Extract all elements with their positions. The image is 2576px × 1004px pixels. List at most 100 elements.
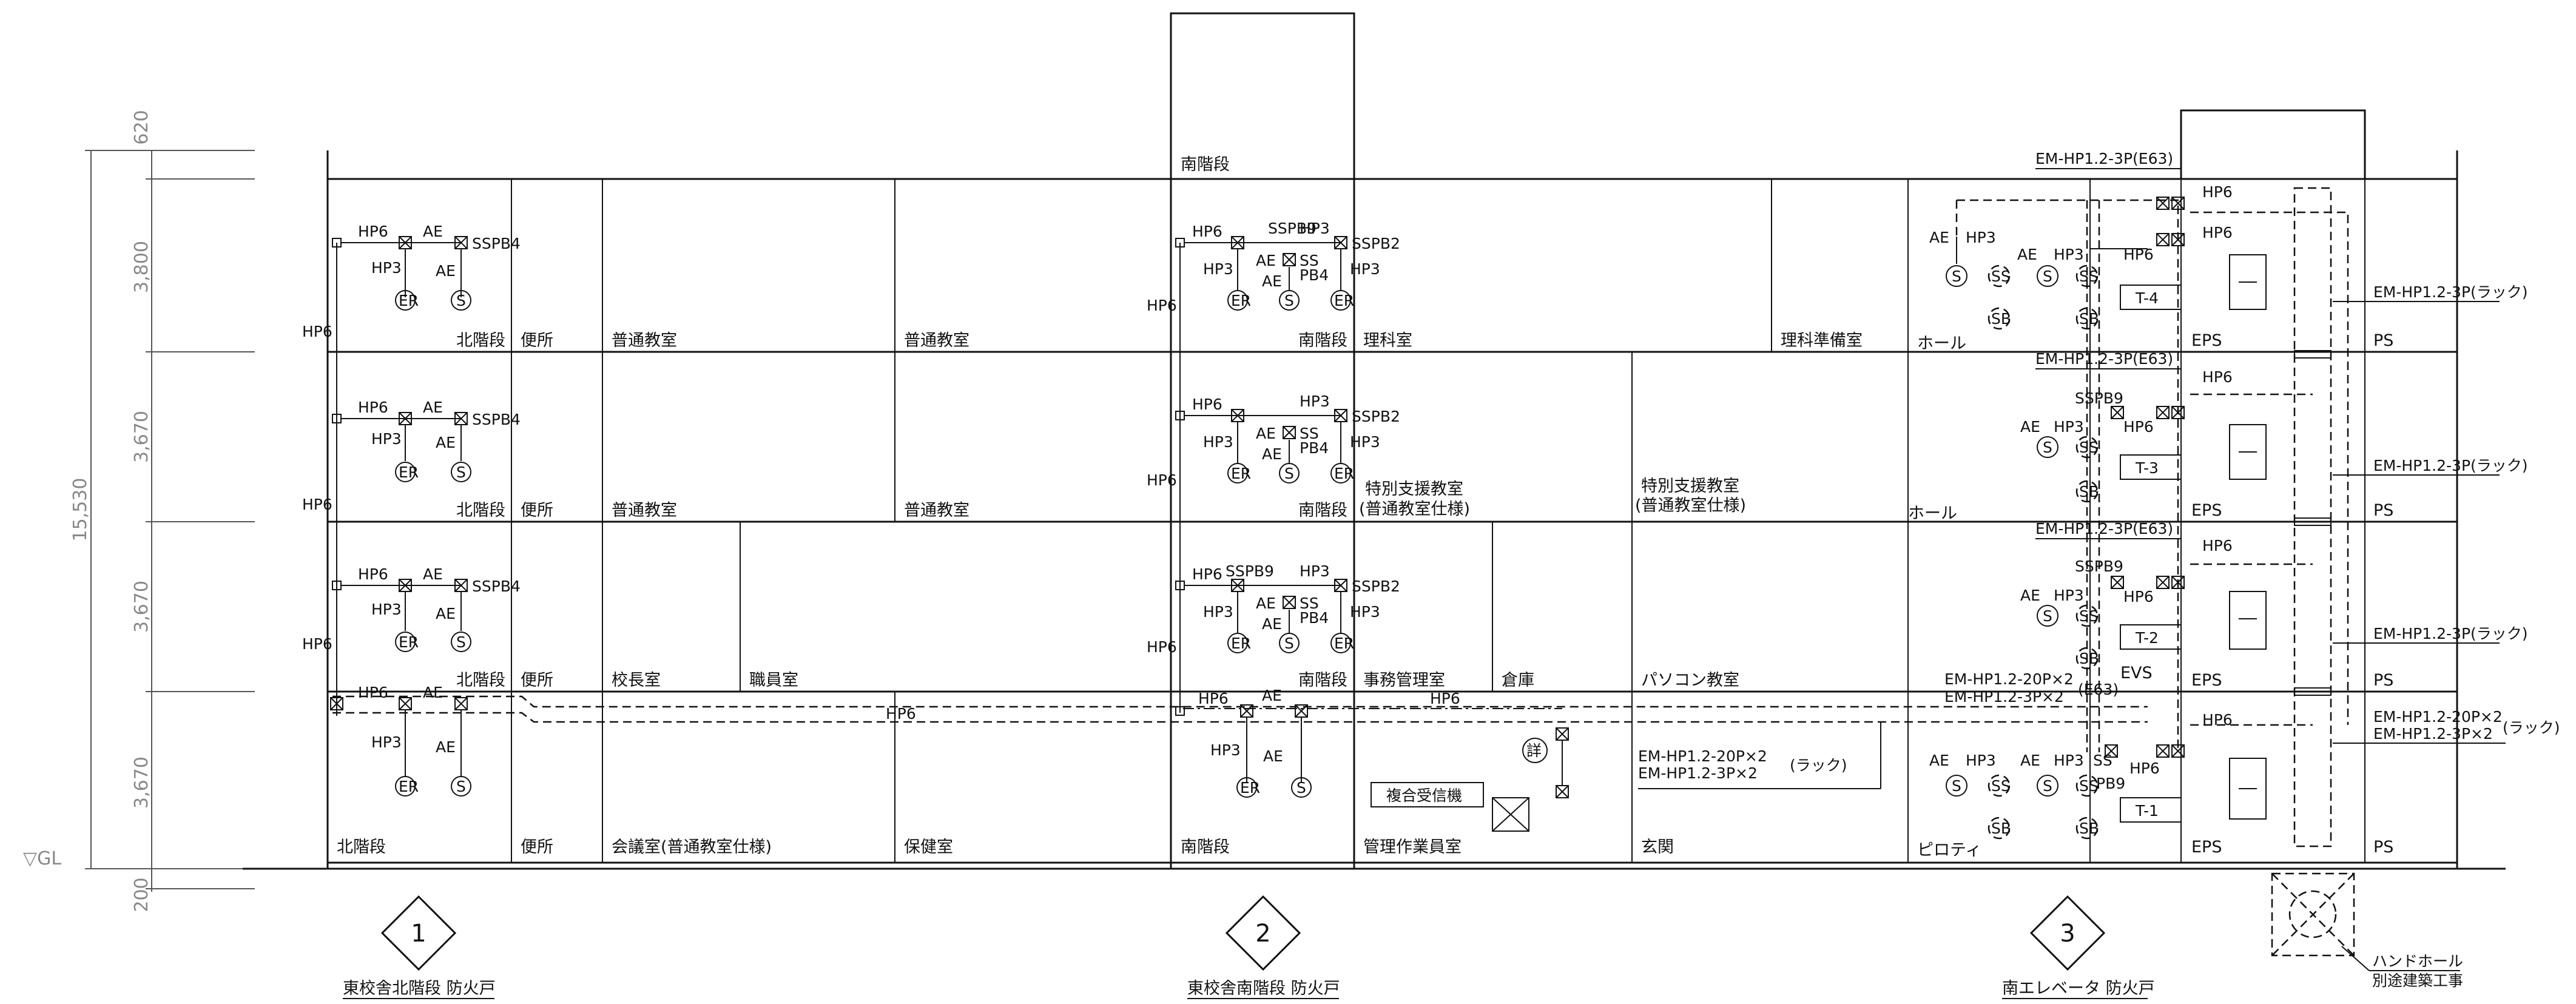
ae-label: AE xyxy=(1262,615,1282,633)
hp6-label: HP6 xyxy=(358,565,388,583)
handhole-note: 別途建築工事 xyxy=(2372,972,2463,989)
ae-label: AE xyxy=(423,223,443,240)
room-label: 普通教室 xyxy=(612,331,677,350)
legend-item-2: 2 東校舎南階段 防火戸 xyxy=(1187,895,1340,999)
hp6-label: HP6 xyxy=(302,323,332,340)
s-icon xyxy=(451,462,471,482)
fire-door-arrow-icon xyxy=(2156,576,2170,589)
dim-seg-620: 620 xyxy=(131,110,152,144)
transformer-t1: T-1 xyxy=(2120,758,2267,823)
hp3-label: HP3 xyxy=(1350,603,1380,621)
pb9-label: PB9 xyxy=(2096,775,2125,792)
ae-label: AE xyxy=(2020,752,2040,769)
hp3-label: HP3 xyxy=(2054,752,2084,769)
er-label: ER xyxy=(1231,635,1251,652)
hp3-label: HP3 xyxy=(2054,587,2084,604)
er-icon xyxy=(1227,463,1248,483)
dim-seg-3670-b: 3,670 xyxy=(131,581,152,633)
hp3-label: HP3 xyxy=(2054,418,2084,436)
room-label: 便所 xyxy=(521,838,553,857)
cable-label: (E63) xyxy=(2078,681,2119,698)
ae-label: AE xyxy=(1263,747,1283,765)
hp3-label: HP3 xyxy=(371,430,402,448)
ae-label: AE xyxy=(423,399,443,416)
hp3-label: HP3 xyxy=(1350,433,1380,451)
room-label: 便所 xyxy=(521,331,553,350)
north-floor3-devices: HP6 AE SSPB4 HP3 AE ER S xyxy=(332,399,521,482)
sb-icon xyxy=(2075,480,2099,503)
room-label: 理科準備室 xyxy=(1781,331,1863,350)
room-label: PS xyxy=(2373,331,2393,350)
s-label: S xyxy=(1284,635,1294,652)
sspb9-label: SSPB9 xyxy=(1268,220,1317,237)
room-label: 北階段 xyxy=(456,501,505,520)
ae-label: AE xyxy=(2020,418,2040,436)
s-label: S xyxy=(1952,777,1961,795)
ss-pb-icon xyxy=(1283,426,1296,439)
ss-label: SS xyxy=(1991,777,2011,795)
s-icon xyxy=(1279,463,1300,483)
pb4-label: PB4 xyxy=(1300,266,1329,284)
cable-label: EM-HP1.2-3P(E63) xyxy=(2035,350,2173,368)
room-label: 北階段 xyxy=(337,838,386,857)
fire-stop-icon xyxy=(2294,350,2332,359)
er-icon xyxy=(395,632,416,652)
cable-label: EM-HP1.2-3P(E63) xyxy=(2035,520,2173,537)
sb-label: SB xyxy=(2079,820,2099,837)
cable-label: (ラック) xyxy=(1790,756,1847,774)
legend-caption: 東校舎南階段 防火戸 xyxy=(1187,979,1340,998)
er-icon xyxy=(1236,777,1257,798)
er-label: ER xyxy=(1240,779,1260,797)
transformer-label: T-4 xyxy=(2135,289,2159,307)
s-icon xyxy=(2037,775,2058,797)
room-label: 普通教室 xyxy=(904,331,969,350)
room-labels: 南階段 北階段 便所 普通教室 普通教室 南階段 理科室 理科準備室 ホール E… xyxy=(337,155,2393,860)
room-label: 事務管理室 xyxy=(1363,671,1445,690)
room-label: (普通教室仕様) xyxy=(1635,496,1746,515)
legend-caption: 東校舎北階段 防火戸 xyxy=(343,979,496,998)
s-label: S xyxy=(456,778,466,795)
hp6-label: HP6 xyxy=(1147,297,1177,314)
transformer-t4: T-4 xyxy=(2120,254,2267,310)
elevator-floor3-devices: EM-HP1.2-3P(E63) SSPB9 HP6 HP6 AE HP3 S … xyxy=(2020,350,2528,503)
handhole-box-icon xyxy=(2271,872,2355,957)
ss-label: SS xyxy=(2079,777,2099,795)
room-label: 特別支援教室 xyxy=(1641,477,1739,496)
ss-label: SS xyxy=(1300,595,1319,612)
sspb2-label: SSPB2 xyxy=(1352,408,1400,425)
ae-label: AE xyxy=(423,684,443,701)
ss-label: SS xyxy=(2079,268,2099,285)
er-icon xyxy=(395,462,416,482)
room-label: 職員室 xyxy=(749,671,798,690)
elevator-floor4-devices: EM-HP1.2-3P(E63) AE HP3 AE HP3 HP6 HP6 H… xyxy=(1929,150,2528,330)
ss-label: SS xyxy=(2079,439,2099,456)
er-icon xyxy=(395,290,416,311)
s-label: S xyxy=(1284,292,1294,309)
room-label: 普通教室 xyxy=(904,501,969,520)
elevator-riser xyxy=(1955,199,2179,752)
dim-seg-200: 200 xyxy=(131,877,152,912)
s-label: S xyxy=(2043,777,2052,795)
ss-label: SS xyxy=(2079,607,2099,625)
room-label: ピロティ xyxy=(1917,841,1981,860)
cable-label: EM-HP1.2-20P×2 xyxy=(1944,670,2074,688)
sb-label: SB xyxy=(2079,310,2099,328)
hp3-label: HP3 xyxy=(371,733,402,751)
cable-label: EM-HP1.2-3P×2 xyxy=(2373,725,2493,743)
fire-stop-icon xyxy=(2294,687,2332,696)
hp6-label: HP6 xyxy=(1147,638,1177,656)
ae-label: AE xyxy=(2020,587,2040,604)
ss-icon xyxy=(2075,774,2099,797)
sb-icon xyxy=(2075,817,2099,840)
room-label: ホール xyxy=(1908,504,1957,523)
hp3-label: HP3 xyxy=(1350,260,1380,278)
dim-seg-3670-c: 3,670 xyxy=(131,756,152,809)
hp6-label: HP6 xyxy=(886,705,916,723)
north-floor2-devices: HP6 AE SSPB4 HP3 AE ER S xyxy=(332,565,521,652)
sb-icon xyxy=(2075,307,2099,330)
hp3-label: HP3 xyxy=(1203,603,1233,621)
fire-door-arrow-icon xyxy=(2156,406,2170,419)
hp3-label: HP3 xyxy=(1966,752,1996,769)
room-label: EPS xyxy=(2191,838,2222,857)
room-label: 南階段 xyxy=(1298,331,1347,350)
